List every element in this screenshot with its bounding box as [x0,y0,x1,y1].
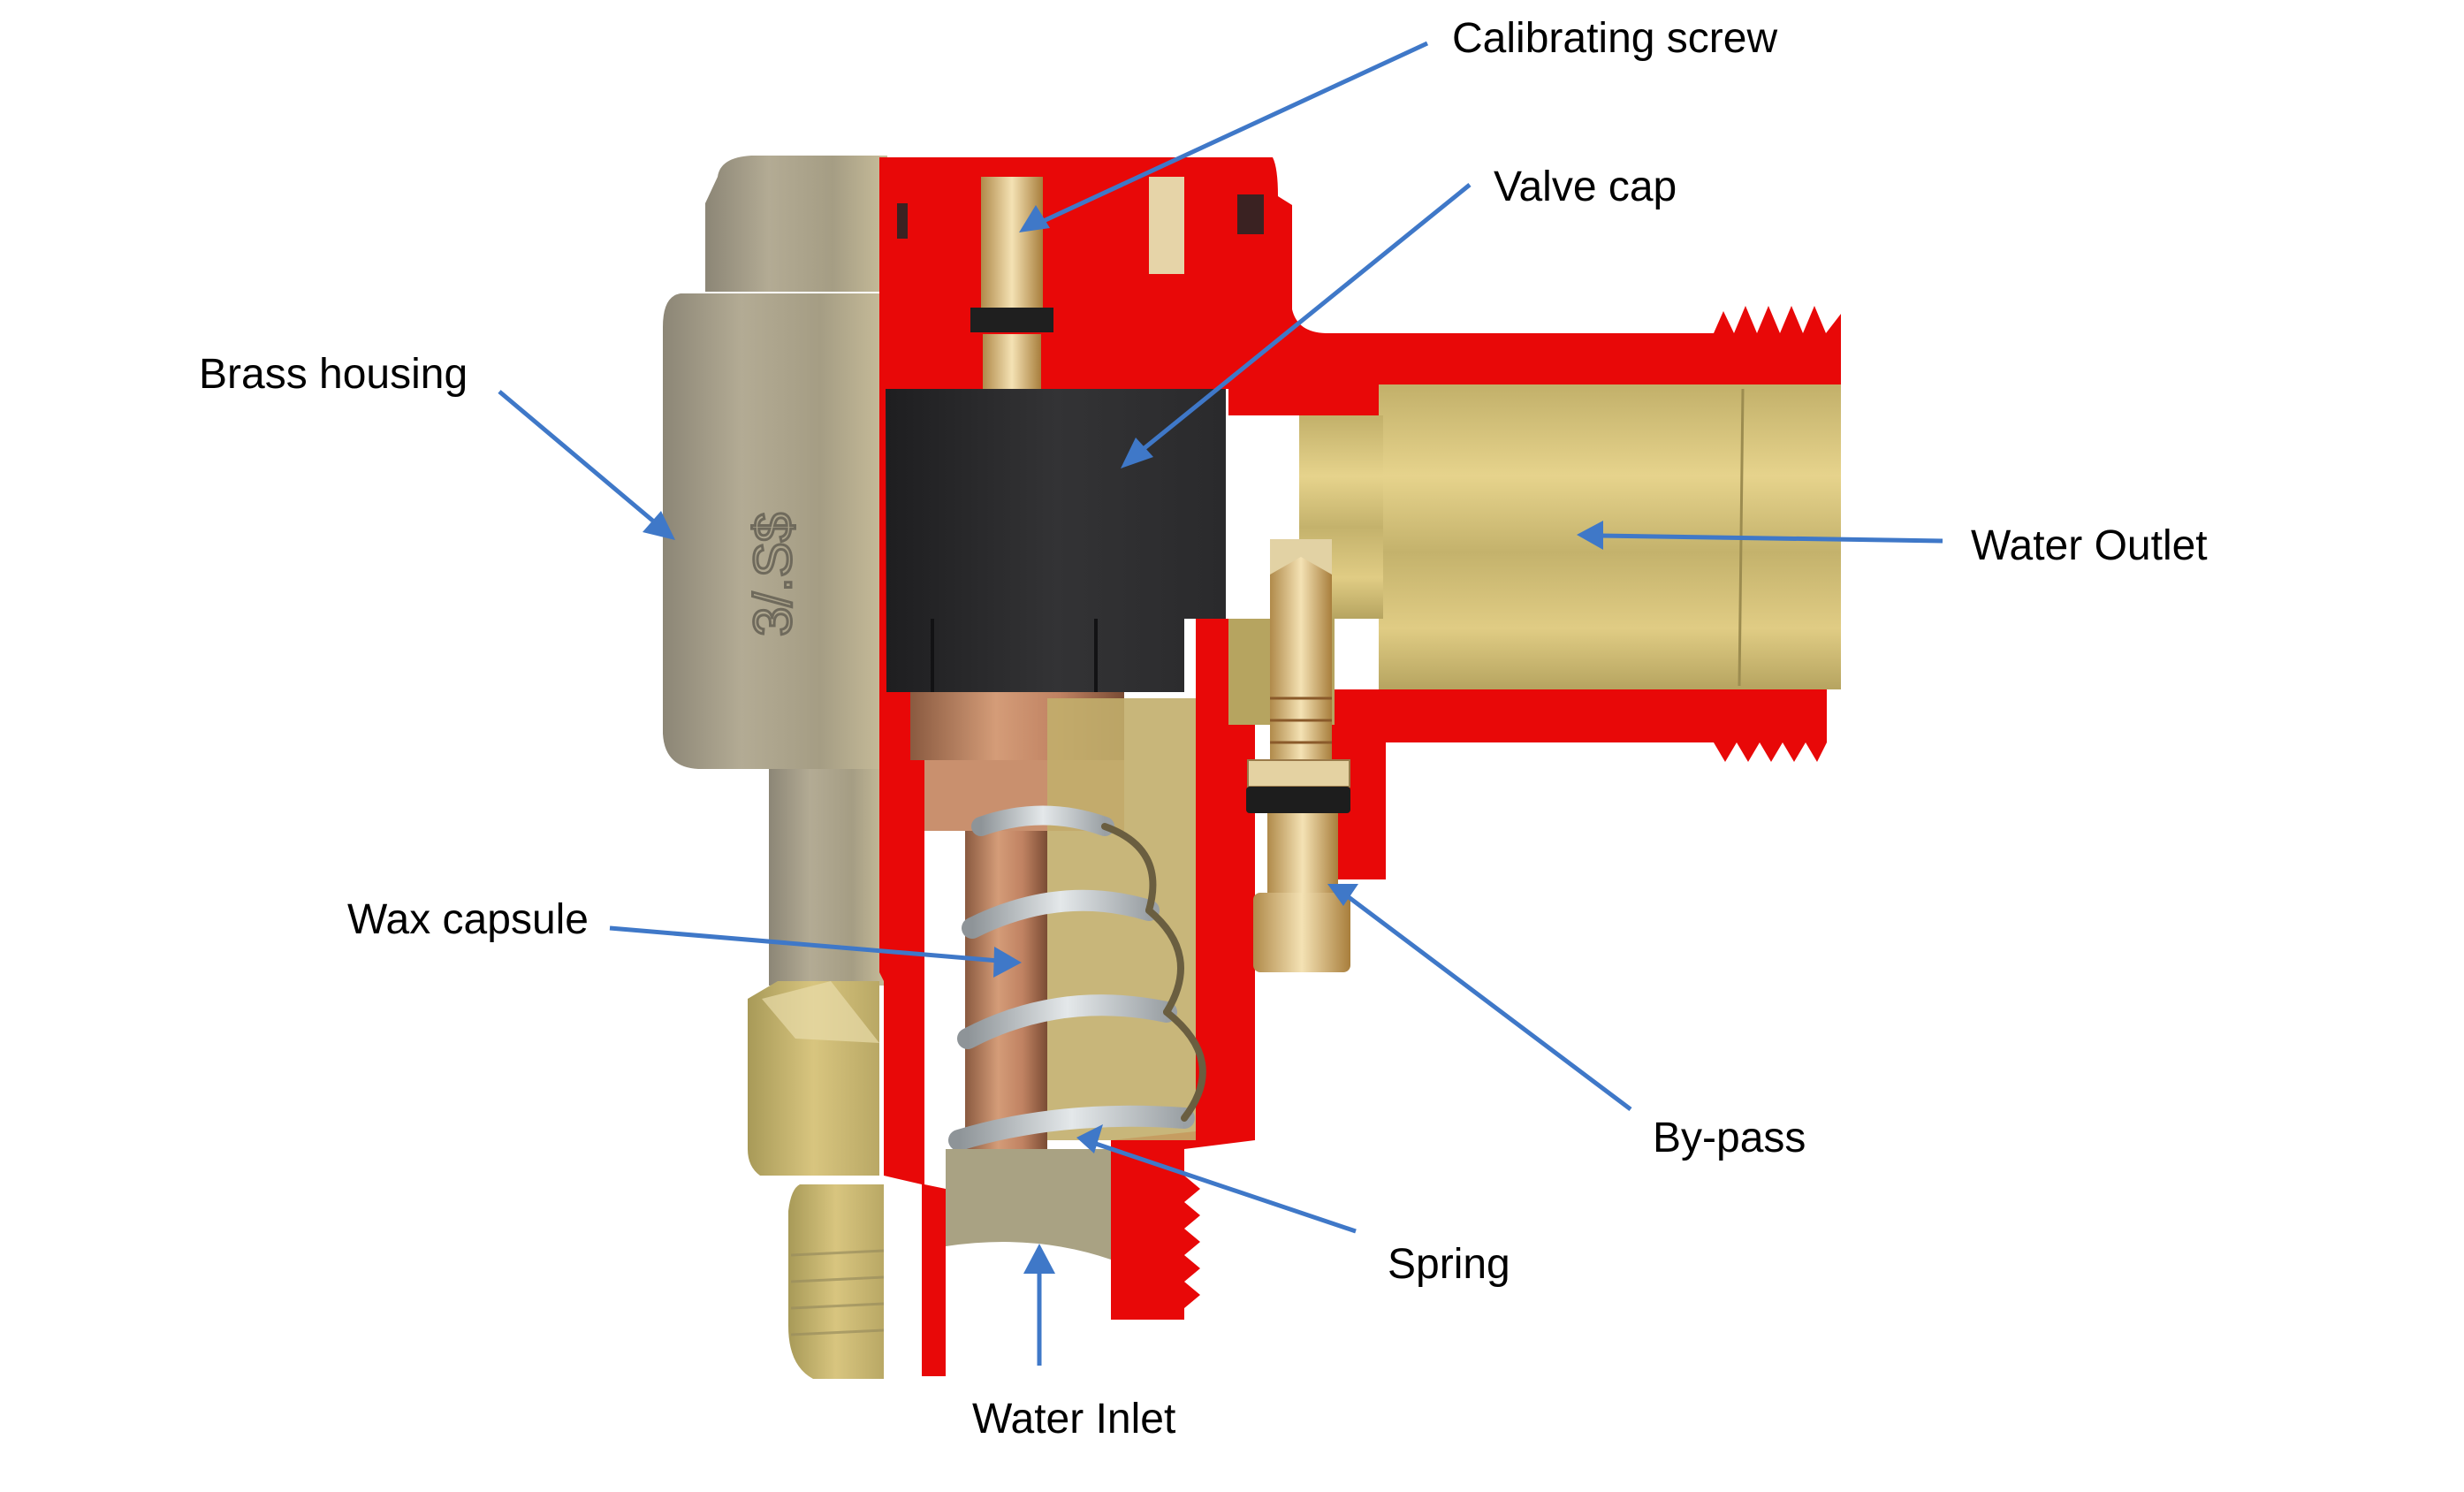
label-valve-cap: Valve cap [1494,164,1677,210]
brass-housing: 3/.S$ [663,156,887,1379]
label-brass-housing: Brass housing [199,351,468,398]
arrow-brass-housing [498,390,675,540]
cut-section [879,157,1841,1376]
arrow-wax-capsule [609,925,1022,978]
arrow-spring [1076,1124,1357,1234]
arrow-calibrating-screw [1019,41,1429,232]
label-water-outlet: Water Outlet [1971,522,2208,569]
arrow-water-inlet [1023,1244,1055,1366]
label-spring: Spring [1388,1241,1510,1288]
arrow-valve-cap [1121,183,1472,468]
label-water-inlet: Water Inlet [972,1396,1176,1443]
calibrating-screw [897,177,1264,389]
valve-cap [886,389,1226,692]
arrow-by-pass [1327,884,1632,1111]
spring [948,805,1206,1151]
callout-arrows [498,41,1943,1366]
inlet-bore [946,1149,1111,1260]
by-pass-valve [1246,539,1350,972]
label-calibrating-screw: Calibrating screw [1452,15,1778,62]
arrow-water-outlet [1577,521,1943,550]
label-wax-capsule: Wax capsule [347,896,589,943]
wax-capsule [910,692,1196,1167]
housing-engraving: 3/.S$ [743,513,802,636]
label-by-pass: By-pass [1653,1115,1806,1161]
